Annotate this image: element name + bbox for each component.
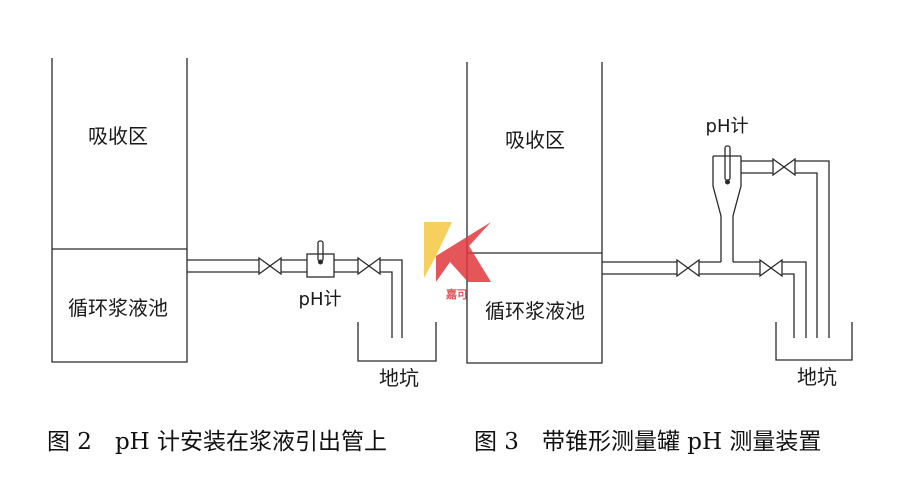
ph-meter-label: pH计 (299, 289, 342, 310)
ph-meter-sensor-icon (306, 240, 335, 278)
pit-label: 地坑 (797, 365, 837, 389)
slurry-tank-label: 循环浆液池 (68, 296, 168, 320)
logo-yellow-shape (424, 222, 452, 278)
logo-red-shape (436, 222, 491, 282)
pit-label: 地坑 (379, 366, 419, 390)
watermark-text: 嘉可 (445, 287, 468, 301)
valve-3-icon (772, 157, 796, 177)
outlet-pipe (602, 251, 807, 338)
ph-meter-sensor-icon (724, 145, 731, 185)
valve-1-icon (676, 258, 700, 278)
pit (357, 322, 437, 362)
valve-1-icon (258, 256, 282, 276)
pit (775, 322, 853, 361)
ph-meter-label: pH计 (706, 116, 749, 137)
figure-3: 吸收区 循环浆液池 pH计 (466, 62, 853, 389)
figure-2: 吸收区 循环浆液池 pH计 (51, 58, 437, 390)
outlet-pipe (187, 259, 403, 338)
valve-2-icon (759, 258, 783, 278)
figure-2-caption: 图 2 pH 计安装在浆液引出管上 (47, 429, 387, 455)
figure-3-caption: 图 3 带锥形测量罐 pH 测量装置 (474, 429, 821, 455)
absorption-zone-label: 吸收区 (88, 124, 148, 148)
slurry-tank-label: 循环浆液池 (485, 299, 585, 323)
watermark-logo: 嘉可 (424, 222, 491, 301)
absorption-tower (51, 58, 188, 363)
conical-measuring-tank (712, 155, 742, 251)
overflow-pipe (741, 160, 830, 338)
valve-2-icon (357, 256, 381, 276)
absorption-tower (466, 62, 603, 364)
absorption-zone-label: 吸收区 (505, 128, 565, 152)
